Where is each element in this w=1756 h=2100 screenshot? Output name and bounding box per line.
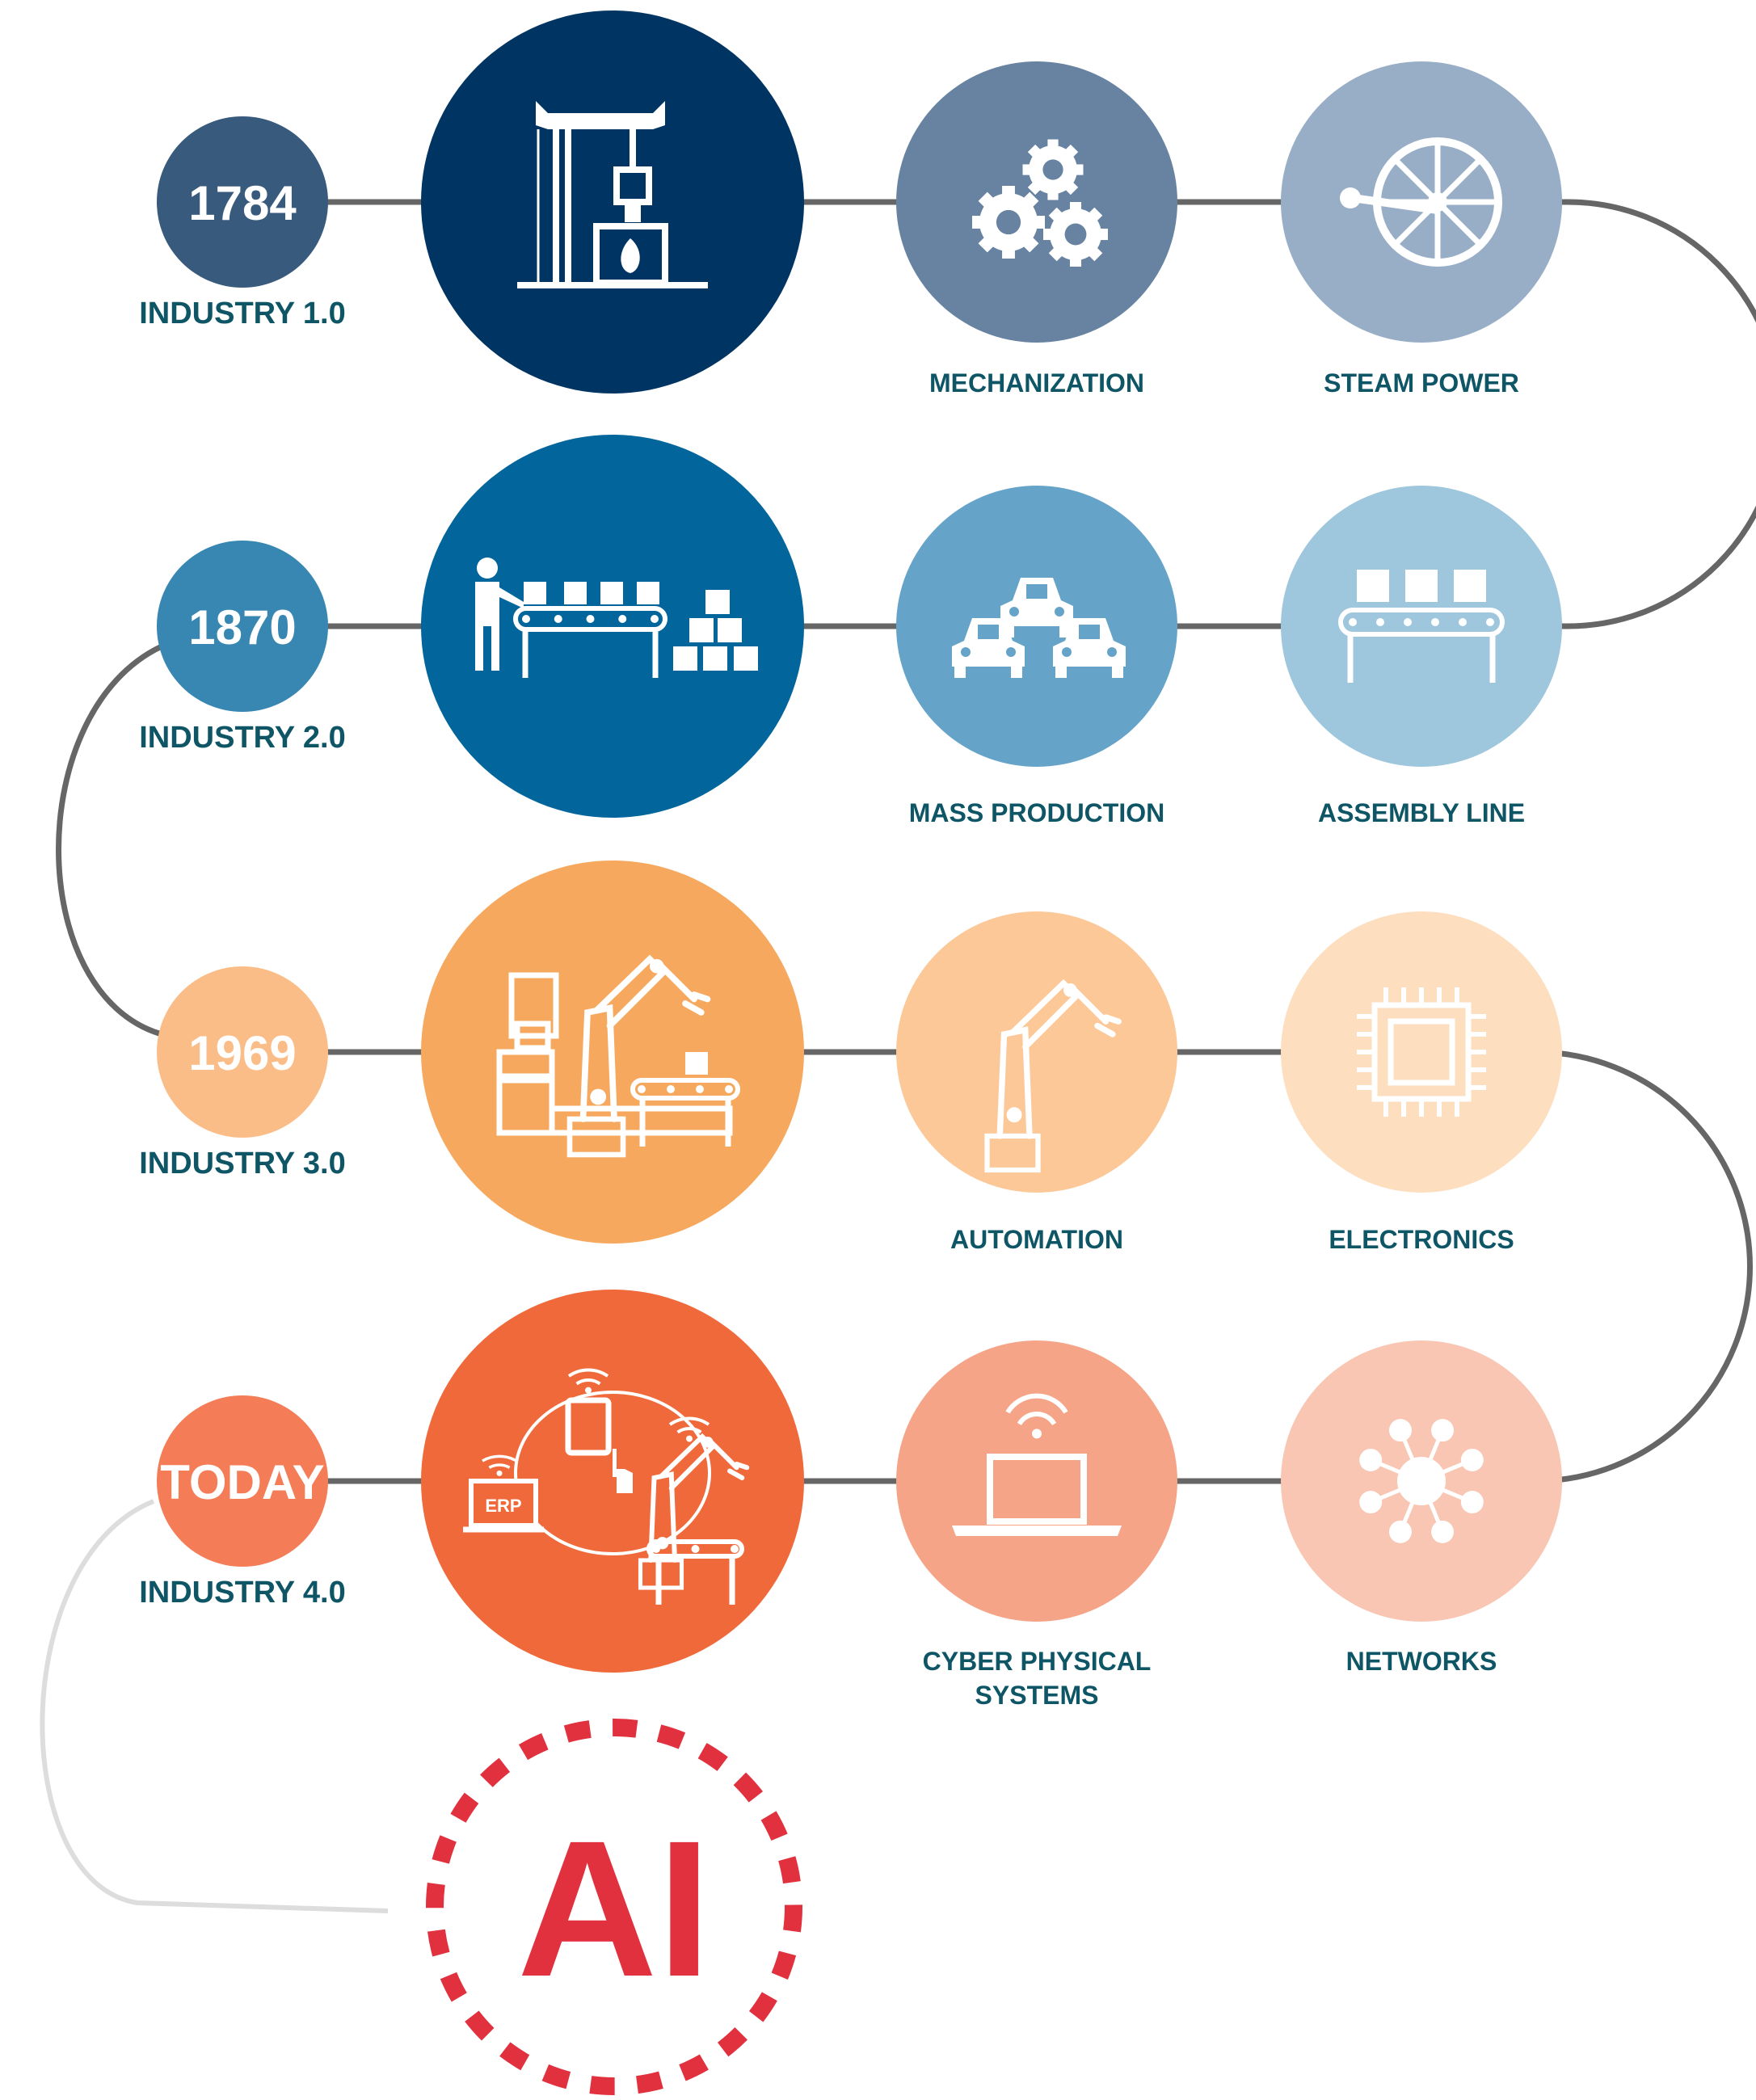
feature-node: AUTOMATION	[896, 911, 1177, 1254]
curve-connector	[56, 643, 163, 1037]
wireless-laptop-icon	[952, 1393, 1122, 1536]
connected-factory-icon: ERP	[463, 1368, 750, 1605]
year-node: 1969	[157, 966, 328, 1138]
robot-arm-workstation-icon	[496, 954, 740, 1158]
feature-circle	[896, 1340, 1177, 1622]
feature-node: MECHANIZATION	[896, 61, 1177, 398]
worker-conveyor-boxes-icon	[475, 558, 758, 678]
year-circle	[157, 116, 328, 288]
industry-label: INDUSTRY 1.0	[139, 297, 346, 330]
feature-label: STEAM POWER	[1324, 368, 1519, 398]
curve-connector	[1421, 1049, 1753, 1484]
main-circle	[421, 435, 804, 818]
feature-node: ELECTRONICS	[1281, 911, 1562, 1254]
industry-label: INDUSTRY 3.0	[139, 1147, 346, 1180]
erp-badge: ERP	[485, 1496, 521, 1516]
main-node	[421, 861, 804, 1244]
year-node: 1784	[157, 116, 328, 288]
steam-wheel-icon	[1340, 137, 1502, 267]
oil-pump-furnace-icon	[517, 101, 708, 288]
industry-label: INDUSTRY 2.0	[139, 721, 346, 755]
gears-icon	[972, 139, 1108, 267]
main-circle	[421, 1290, 804, 1673]
year-label: 1969	[188, 1026, 296, 1080]
year-node: TODAY	[157, 1395, 328, 1567]
year-circle	[157, 541, 328, 712]
year-circle	[157, 1395, 328, 1567]
feature-circle	[1281, 486, 1562, 767]
curve-connector	[1421, 199, 1756, 629]
feature-label: MASS PRODUCTION	[909, 798, 1164, 827]
robot-arm-icon	[984, 978, 1122, 1173]
main-node	[421, 435, 804, 818]
feature-node: MASS PRODUCTION	[896, 486, 1177, 827]
feature-label: MECHANIZATION	[929, 368, 1144, 398]
year-node: 1870	[157, 541, 328, 712]
feature-circle	[1281, 911, 1562, 1193]
year-label: TODAY	[160, 1455, 324, 1509]
industry-label: INDUSTRY 4.0	[139, 1576, 346, 1610]
conveyor-belt-icon	[1338, 570, 1505, 683]
feature-node: ASSEMBLY LINE	[1281, 486, 1562, 827]
feature-circle	[896, 911, 1177, 1193]
ai-connector	[40, 1499, 389, 1913]
network-hub-icon	[1359, 1419, 1484, 1543]
main-node: ERP	[421, 1290, 804, 1673]
year-label: 1784	[188, 176, 297, 230]
ai-node: AI	[426, 1719, 802, 2095]
feature-node: NETWORKS	[1281, 1340, 1562, 1676]
microchip-icon	[1357, 987, 1486, 1117]
ai-label: AI	[517, 1800, 711, 2017]
feature-label: ASSEMBLY LINE	[1318, 798, 1525, 827]
feature-node: STEAM POWER	[1281, 61, 1562, 398]
main-node	[421, 11, 804, 393]
ai-dashed-ring	[426, 1719, 802, 2095]
feature-label: AUTOMATION	[950, 1225, 1123, 1254]
year-label: 1870	[188, 600, 296, 654]
feature-label: ELECTRONICS	[1329, 1225, 1514, 1254]
cars-icon	[952, 578, 1126, 678]
feature-label: NETWORKS	[1346, 1647, 1497, 1676]
main-circle	[421, 11, 804, 393]
year-circle	[157, 966, 328, 1138]
